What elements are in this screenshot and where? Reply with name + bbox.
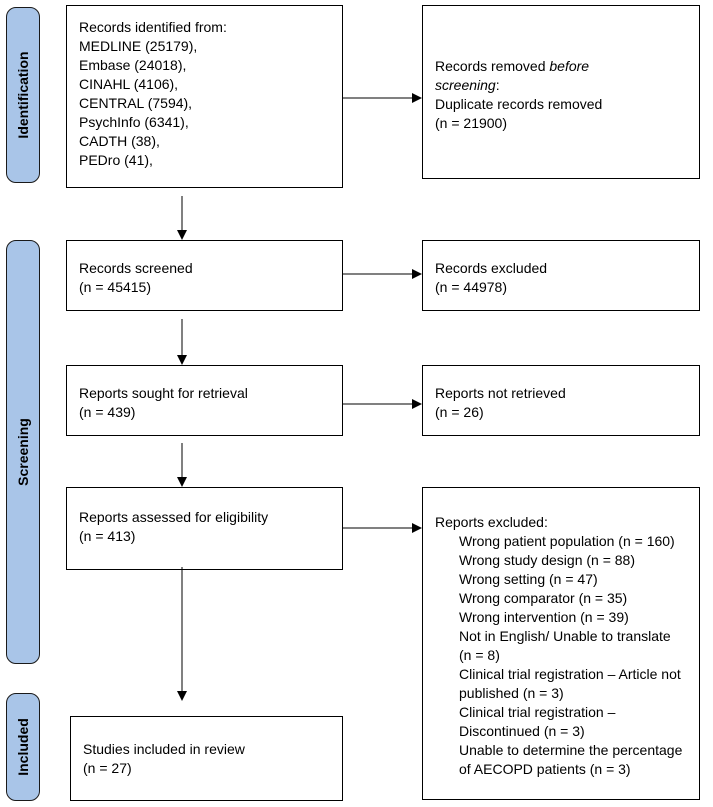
exclusion-reason: Clinical trial registration –	[459, 704, 616, 720]
stage-identification: Identification	[6, 7, 40, 183]
exclusion-reason: of AECOPD patients (n = 3)	[459, 761, 631, 777]
reports-assessed-label: Reports assessed for eligibility	[79, 509, 269, 525]
reports-sought-count: (n = 439)	[79, 404, 136, 420]
records-identified-box: Records identified from: MEDLINE (25179)…	[66, 5, 343, 188]
records-removed-line1: Records removed before	[435, 58, 590, 74]
exclusion-reason: Wrong intervention (n = 39)	[459, 609, 629, 625]
exclusion-reason: Discontinued (n = 3)	[459, 723, 585, 739]
records-excluded-box: Records excluded (n = 44978)	[422, 240, 700, 311]
source-item: CENTRAL (7594),	[79, 95, 193, 111]
stage-included: Included	[6, 693, 40, 801]
exclusion-reason: Wrong comparator (n = 35)	[459, 590, 628, 606]
records-screened-box: Records screened (n = 45415)	[66, 240, 343, 311]
records-removed-box: Records removed before screening: Duplic…	[422, 5, 700, 179]
source-item: CINAHL (4106),	[79, 76, 179, 92]
studies-included-label: Studies included in review	[83, 741, 245, 757]
records-removed-count: (n = 21900)	[435, 115, 507, 131]
records-identified-title: Records identified from:	[79, 19, 227, 35]
exclusion-reason: Clinical trial registration – Article no…	[459, 666, 681, 682]
source-item: Embase (24018),	[79, 57, 187, 73]
reports-sought-label: Reports sought for retrieval	[79, 385, 248, 401]
exclusion-reason: Wrong patient population (n = 160)	[459, 533, 675, 549]
records-screened-label: Records screened	[79, 260, 193, 276]
exclusion-reason: Wrong setting (n = 47)	[459, 571, 598, 587]
source-item: PEDro (41),	[79, 152, 153, 168]
exclusion-reason: published (n = 3)	[459, 685, 564, 701]
reports-not-retrieved-box: Reports not retrieved (n = 26)	[422, 365, 700, 436]
reports-excluded-title: Reports excluded:	[435, 514, 548, 530]
records-screened-count: (n = 45415)	[79, 279, 151, 295]
reports-excluded-box: Reports excluded: Wrong patient populati…	[422, 487, 700, 800]
exclusion-reason: (n = 8)	[459, 647, 500, 663]
stage-screening: Screening	[6, 240, 40, 664]
reports-assessed-box: Reports assessed for eligibility (n = 41…	[66, 487, 343, 570]
reports-not-retrieved-label: Reports not retrieved	[435, 385, 566, 401]
reports-not-retrieved-count: (n = 26)	[435, 404, 484, 420]
source-item: PsychInfo (6341),	[79, 114, 189, 130]
records-excluded-count: (n = 44978)	[435, 279, 507, 295]
studies-included-count: (n = 27)	[83, 760, 132, 776]
exclusion-reason: Not in English/ Unable to translate	[459, 628, 671, 644]
records-removed-line2: screening:	[435, 77, 500, 93]
records-excluded-label: Records excluded	[435, 260, 548, 276]
reports-assessed-count: (n = 413)	[79, 528, 136, 544]
exclusion-reason: Wrong study design (n = 88)	[459, 552, 636, 568]
studies-included-box: Studies included in review (n = 27)	[70, 716, 343, 801]
records-removed-line3: Duplicate records removed	[435, 96, 603, 112]
reports-sought-box: Reports sought for retrieval (n = 439)	[66, 365, 343, 436]
source-item: CADTH (38),	[79, 133, 160, 149]
source-item: MEDLINE (25179),	[79, 38, 198, 54]
exclusion-reason: Unable to determine the percentage	[459, 742, 683, 758]
